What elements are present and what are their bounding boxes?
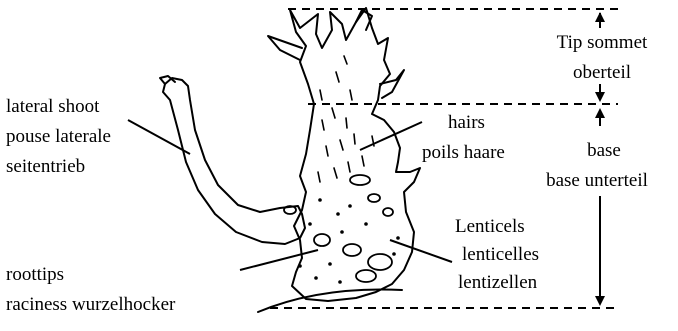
leaflet-right bbox=[380, 70, 404, 98]
pointer-hairs bbox=[360, 122, 422, 150]
label-hairs-fr-de: poils haare bbox=[422, 142, 505, 163]
label-lateral-shoot-fr: pouse laterale bbox=[6, 126, 111, 147]
label-roottips: roottips raciness wurzelhocker bbox=[6, 264, 176, 315]
pointer-lenticels bbox=[390, 240, 452, 262]
label-tip-de: oberteil bbox=[573, 62, 631, 83]
tip-arrow-down-head bbox=[595, 92, 605, 102]
label-lenticels-fr: lenticelles bbox=[462, 244, 539, 265]
label-hairs-en: hairs bbox=[448, 112, 485, 133]
pointer-roottips bbox=[240, 250, 318, 270]
label-lenticels-en: Lenticels bbox=[455, 216, 525, 237]
label-base: base base unterteil bbox=[546, 140, 648, 191]
label-tip-en-fr: Tip sommet bbox=[557, 32, 648, 53]
tip-arrow-up-head bbox=[595, 12, 605, 22]
label-lenticels: Lenticels lenticelles lentizellen bbox=[455, 216, 539, 293]
leaflet-left bbox=[268, 36, 302, 60]
base-arrow-down-head bbox=[595, 296, 605, 306]
label-lateral-shoot-de: seitentrieb bbox=[6, 156, 85, 177]
label-lateral-shoot: lateral shoot pouse laterale seitentrieb bbox=[6, 96, 111, 177]
main-body-outline bbox=[290, 8, 420, 301]
label-lenticels-de: lentizellen bbox=[458, 272, 538, 293]
base-arrow-up-head bbox=[595, 108, 605, 118]
label-tip: Tip sommet oberteil bbox=[557, 32, 648, 83]
lateral-shoot-outline bbox=[163, 78, 305, 244]
label-hairs: hairs poils haare bbox=[422, 112, 505, 163]
hair-marks bbox=[318, 56, 374, 182]
plant-illustration bbox=[160, 8, 420, 312]
label-base-fr-de: base unterteil bbox=[546, 170, 648, 191]
label-base-en: base bbox=[587, 140, 621, 161]
label-roottips-fr-de: raciness wurzelhocker bbox=[6, 294, 176, 315]
label-lateral-shoot-en: lateral shoot bbox=[6, 96, 100, 117]
label-roottips-en: roottips bbox=[6, 264, 64, 285]
